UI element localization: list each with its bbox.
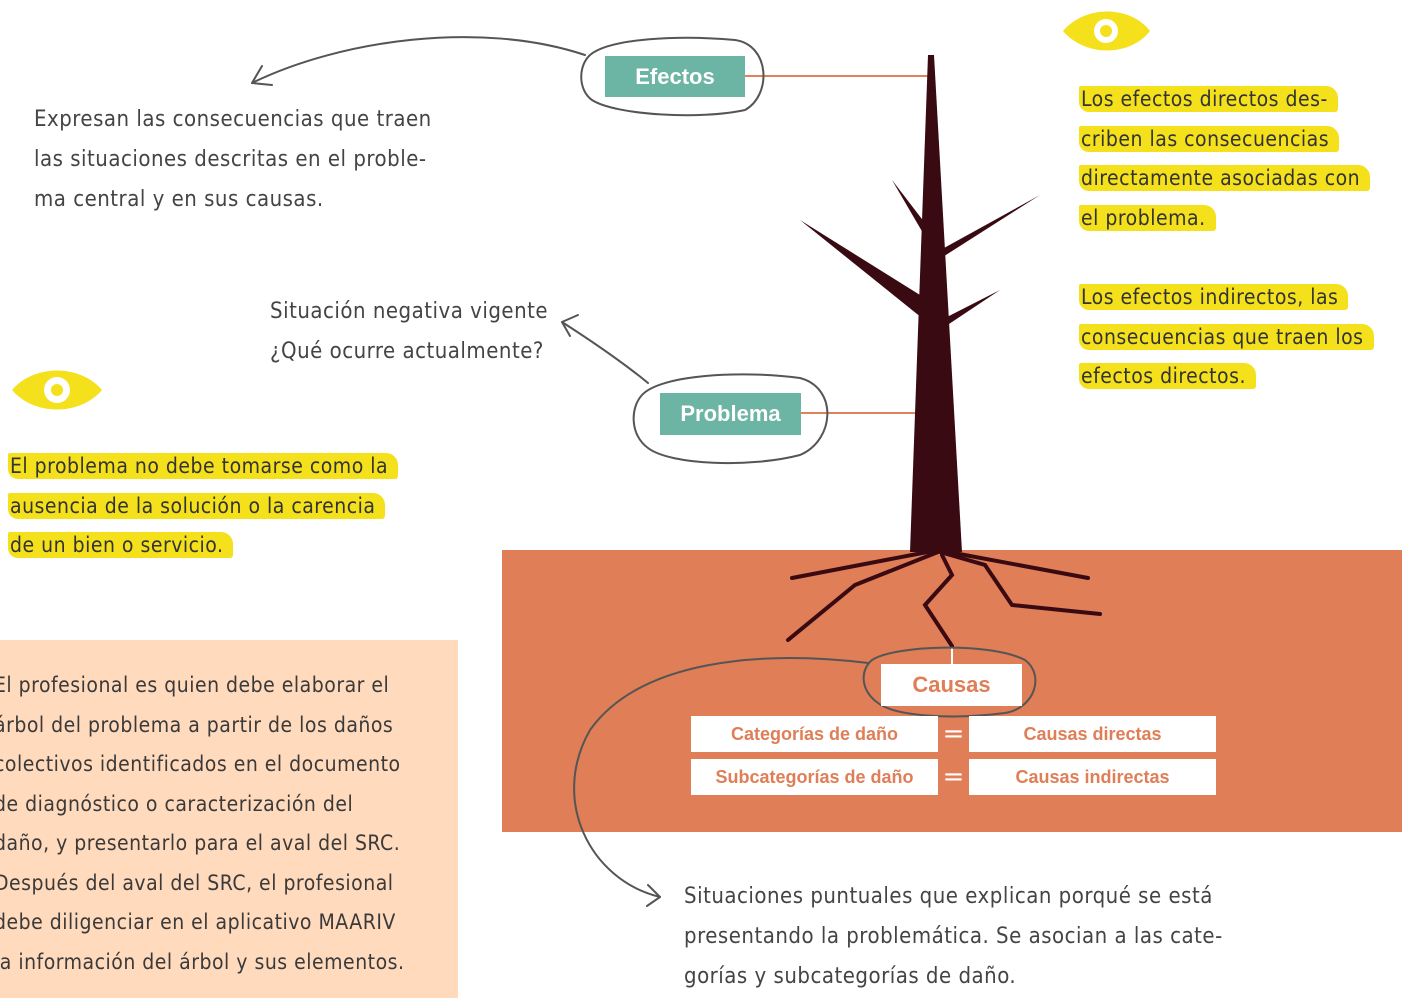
arrows — [251, 36, 869, 907]
causas-oval — [862, 646, 1037, 718]
equals-sign: = — [942, 719, 965, 749]
note-panel — [0, 640, 458, 998]
problema-label: Problema — [660, 393, 801, 435]
efectos-indirectos-note: Los efectos indirectos, las consecuencia… — [1079, 278, 1399, 397]
causas-label: Causas — [881, 664, 1022, 706]
efectos-label: Efectos — [605, 56, 745, 97]
problema-description: Situación negativa vigente ¿Qué ocurre a… — [270, 299, 549, 364]
efectos-directos-note: Los efectos directos des- criben las con… — [1079, 80, 1399, 238]
profesional-note: El profesional es quien debe elaborar el… — [0, 673, 405, 974]
causas-description: Situaciones puntuales que explican porqu… — [684, 884, 1223, 989]
problema-oval — [632, 373, 829, 465]
efectos-description: Expresan las consecuencias que traen las… — [34, 107, 432, 212]
tree-trunk — [800, 55, 1040, 552]
equals-sign: = — [942, 762, 965, 792]
causas-directas-cell: Causas directas — [969, 716, 1216, 752]
eye-icon — [12, 370, 102, 410]
categorias-cell: Categorías de daño — [691, 716, 938, 752]
eye-icon — [1063, 11, 1150, 51]
subcategorias-cell: Subcategorías de daño — [691, 759, 938, 795]
efectos-oval — [580, 36, 765, 117]
tree-roots — [786, 548, 1102, 648]
problema-note: El problema no debe tomarse como la ause… — [8, 447, 428, 566]
causas-indirectas-cell: Causas indirectas — [969, 759, 1216, 795]
